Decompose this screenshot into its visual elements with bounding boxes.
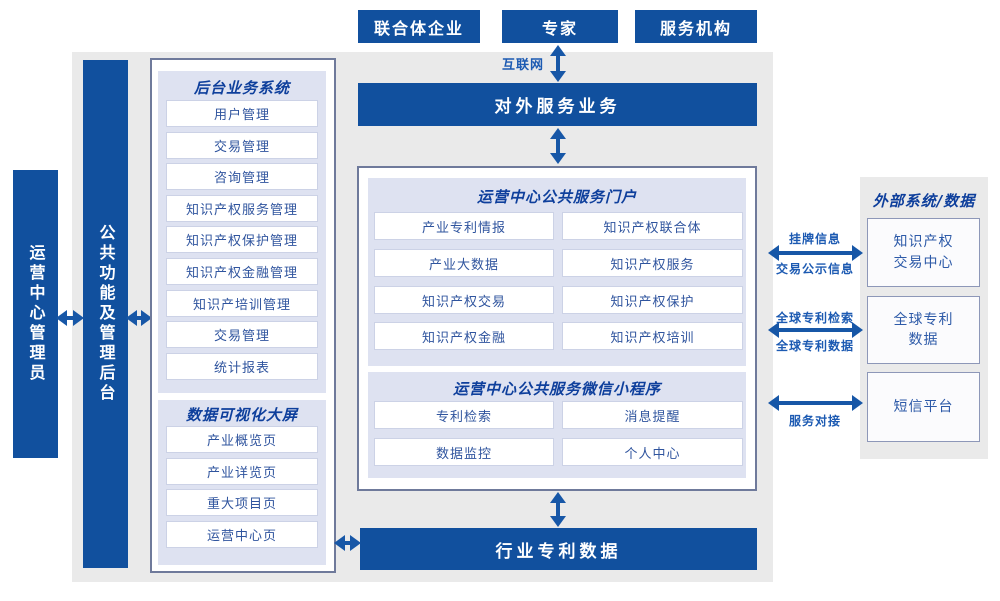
dashboard-item: 重大项目页 [166,489,318,516]
link-label-global-patent-search: 全球专利检索 [775,311,854,325]
dashboard-item: 产业详览页 [166,458,318,485]
portal-item: 知识产权联合体 [562,212,743,240]
miniprogram-item: 消息提醒 [562,401,743,429]
external-system-global-patent-data: 全球专利 数据 [867,296,980,364]
portal-title: 运营中心公共服务门户 [476,188,637,206]
double-arrow-vertical-portal-icon [550,128,566,164]
external-system-ip-trading-center: 知识产权 交易中心 [867,218,980,287]
dashboard-item: 运营中心页 [166,521,318,548]
double-arrow-admin-backend-icon [56,310,84,326]
backend-item: 交易管理 [166,321,318,348]
double-arrow-vertical-internet-icon [550,45,566,82]
rail-public-backend: 公共功能及管理后台 [83,60,128,568]
miniprogram-item: 数据监控 [374,438,554,466]
link-label-trade-publicity: 交易公示信息 [775,262,854,276]
actor-joint-enterprise-label: 联合体企业 [373,18,464,38]
external-system-sms-platform: 短信平台 [867,372,980,442]
rail-operation-admin: 运营中心管理员 [13,170,58,458]
portal-item: 知识产权服务 [562,249,743,277]
portal-item: 知识产权保护 [562,286,743,314]
rail-operation-admin-label: 运营中心管理员 [26,244,46,384]
link-label-service-docking: 服务对接 [788,414,841,428]
rail-public-backend-label: 公共功能及管理后台 [96,224,116,404]
actor-expert: 专家 [502,10,618,43]
external-service-bar-label: 对外服务业务 [494,97,621,117]
miniprogram-item: 个人中心 [562,438,743,466]
actor-service-agency: 服务机构 [635,10,757,43]
backend-item: 咨询管理 [166,163,318,190]
portal-item: 知识产权金融 [374,322,554,350]
actor-expert-label: 专家 [541,18,578,38]
backend-item: 知识产权金融管理 [166,258,318,285]
portal-item: 知识产权培训 [562,322,743,350]
double-arrow-ip-trading-icon [768,245,863,261]
backend-item: 知识产权服务管理 [166,195,318,222]
industry-patent-data-label: 行业专利数据 [495,541,622,562]
actor-service-agency-label: 服务机构 [659,18,732,38]
backend-item: 知识产权保护管理 [166,226,318,253]
double-arrow-sms-icon [768,395,863,411]
double-arrow-vertical-industry-icon [550,492,566,527]
external-service-bar: 对外服务业务 [358,83,757,126]
backend-item: 交易管理 [166,132,318,159]
miniprogram-item: 专利检索 [374,401,554,429]
backend-system-title: 后台业务系统 [193,79,290,97]
industry-patent-data-bar: 行业专利数据 [360,528,757,570]
double-arrow-global-patent-icon [768,322,863,338]
backend-item: 知识产培训管理 [166,290,318,317]
dashboard-item: 产业概览页 [166,426,318,453]
actor-joint-enterprise: 联合体企业 [358,10,480,43]
link-label-global-patent-data: 全球专利数据 [775,339,854,353]
portal-item: 产业大数据 [374,249,554,277]
miniprogram-title: 运营中心公共服务微信小程序 [452,380,661,398]
portal-item: 产业专利情报 [374,212,554,240]
dashboard-title: 数据可视化大屏 [185,406,298,424]
link-label-listing-info: 挂牌信息 [788,232,841,246]
backend-item: 用户管理 [166,100,318,127]
backend-item: 统计报表 [166,353,318,380]
double-arrow-backend-panel-icon [126,310,152,326]
portal-item: 知识产权交易 [374,286,554,314]
external-systems-title: 外部系统/数据 [872,192,976,210]
double-arrow-dashboard-industry-icon [334,535,361,551]
internet-label: 互联网 [501,58,544,73]
